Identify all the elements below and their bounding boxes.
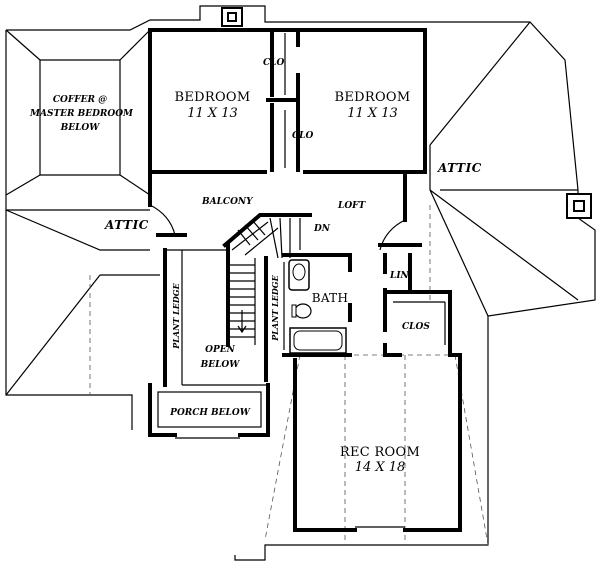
- loft-walls: [148, 170, 422, 251]
- attic-right-label: ATTIC: [438, 161, 482, 175]
- porch-below-label: PORCH BELOW: [170, 408, 250, 418]
- bedroom-right-name: BEDROOM: [334, 90, 411, 105]
- open-below-line-2: BELOW: [200, 360, 240, 370]
- chimney-top: [221, 7, 243, 27]
- rec-room-walls: [293, 353, 462, 532]
- stair-treads: [230, 264, 255, 338]
- closet-right-label: CLOS: [402, 322, 430, 332]
- open-below-line-1: OPEN: [205, 345, 235, 355]
- bath-walls: [282, 253, 352, 357]
- bath-label: BATH: [311, 291, 349, 305]
- coffer-line-2: MASTER BEDROOM: [30, 109, 134, 119]
- closet-mid-label: CLO: [292, 131, 314, 141]
- linen-label: LIN: [390, 271, 409, 281]
- porch: [148, 383, 270, 439]
- coffer-line-1: COFFER @: [52, 95, 108, 105]
- plant-ledge-left-label: PLANT LEDGE: [171, 283, 181, 349]
- bedroom-right-size: 11 X 13: [347, 106, 398, 121]
- attic-left-label: ATTIC: [105, 218, 149, 232]
- closet-top-label: CLO: [263, 58, 285, 68]
- rec-room-size: 14 X 18: [354, 460, 406, 475]
- bedroom-left-size: 11 X 13: [187, 106, 238, 121]
- balcony-label: BALCONY: [202, 197, 253, 207]
- plant-ledges: [163, 248, 285, 387]
- dn-label: DN: [314, 224, 331, 234]
- chimney-right: [566, 193, 592, 219]
- bedroom-left-name: BEDROOM: [174, 90, 251, 105]
- plant-ledge-right-label: PLANT LEDGE: [270, 275, 280, 341]
- loft-label: LOFT: [338, 201, 366, 211]
- roof-outline: [5, 5, 596, 561]
- closet-walls: [383, 253, 452, 357]
- staircase: [222, 213, 312, 347]
- rec-room-name: REC ROOM: [339, 445, 421, 460]
- coffer-line-3: BELOW: [60, 123, 100, 133]
